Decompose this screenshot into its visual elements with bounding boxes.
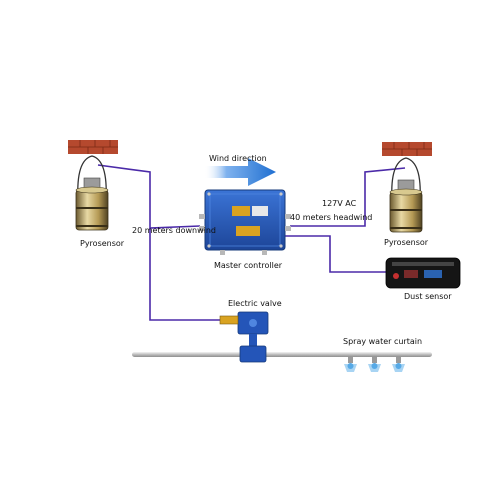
pyrosensor-left [75, 155, 109, 231]
wire-left-pyrosensor [97, 164, 201, 229]
pyrosensor-right-label: Pyrosensor [384, 238, 429, 247]
wiring [97, 164, 406, 321]
brick-right [382, 142, 432, 156]
brick-left [68, 140, 118, 154]
wire-electric-valve [149, 228, 220, 321]
master-controller-label: Master controller [214, 261, 283, 270]
wire-dust-sensor [285, 235, 388, 273]
headwind-label: 40 meters headwind [290, 213, 372, 222]
spray-nozzles [344, 357, 405, 372]
downwind-label: 20 meters downwind [132, 226, 216, 235]
electric-valve-device [219, 311, 269, 363]
water-pipe [132, 352, 432, 357]
wind-direction-label: Wind direction [209, 154, 267, 163]
pyrosensor-right [389, 157, 423, 233]
electric-valve-label: Electric valve [228, 299, 282, 308]
voltage-label: 127V AC [322, 199, 357, 208]
dust-sensor-label: Dust sensor [404, 292, 452, 301]
spray-curtain-label: Spray water curtain [343, 337, 422, 346]
master-controller-box [199, 189, 291, 255]
dust-sensor-device [385, 257, 461, 289]
wire-right-pyrosensor [290, 167, 406, 227]
wind-direction-arrow [205, 158, 276, 186]
pyrosensor-left-label: Pyrosensor [80, 239, 125, 248]
